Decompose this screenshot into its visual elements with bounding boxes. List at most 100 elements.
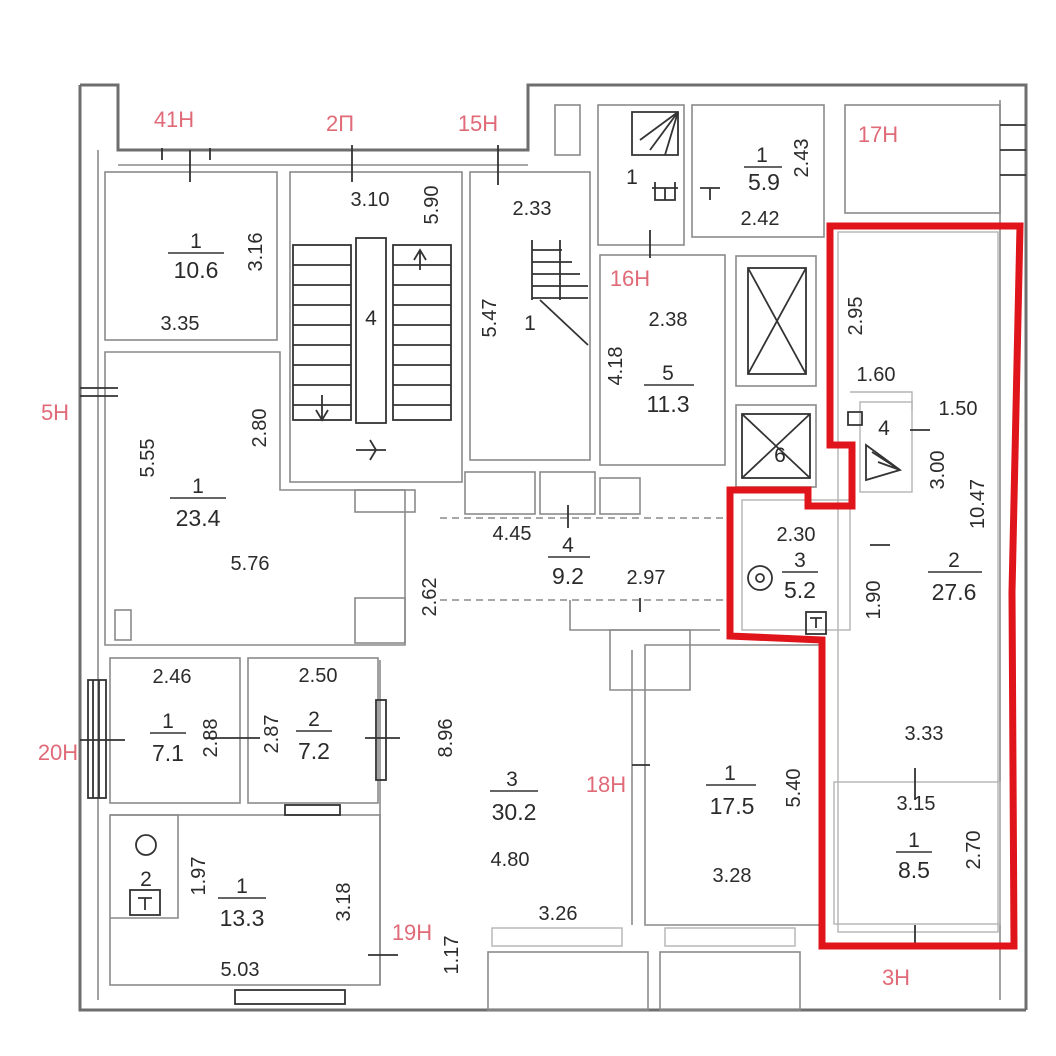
room-17n-b-1: 1 5.9 2.43 2.42 bbox=[741, 139, 813, 230]
room-highlight-4: 2.95 1.60 1.50 4 bbox=[845, 297, 977, 440]
room-5n-1: 5.55 2.80 1 23.4 5.76 bbox=[137, 409, 271, 575]
fixtures bbox=[87, 111, 902, 1005]
highlighted-unit-outline bbox=[726, 222, 1024, 950]
svg-text:2.30: 2.30 bbox=[777, 524, 816, 546]
svg-text:1: 1 bbox=[626, 166, 638, 189]
svg-text:30.2: 30.2 bbox=[492, 799, 537, 825]
room-41n-1: 1 10.6 3.16 3.35 bbox=[161, 230, 267, 335]
svg-text:1.97: 1.97 bbox=[188, 857, 210, 896]
label-19n: 19Н bbox=[392, 920, 432, 945]
svg-text:3.26: 3.26 bbox=[539, 903, 578, 925]
svg-text:7.1: 7.1 bbox=[152, 740, 184, 766]
room-17n-a-1: 1 bbox=[626, 166, 638, 189]
svg-text:3: 3 bbox=[794, 549, 806, 572]
svg-text:2: 2 bbox=[948, 549, 960, 572]
svg-text:4.80: 4.80 bbox=[491, 849, 530, 871]
room-15n-1: 2.33 5.47 1 bbox=[479, 198, 551, 337]
svg-text:6: 6 bbox=[774, 444, 786, 467]
svg-text:2: 2 bbox=[308, 708, 320, 731]
svg-text:7.2: 7.2 bbox=[298, 738, 330, 764]
svg-text:2: 2 bbox=[140, 868, 152, 891]
svg-text:5.9: 5.9 bbox=[748, 169, 780, 195]
svg-text:3.00: 3.00 bbox=[927, 451, 949, 490]
label-2p: 2П bbox=[326, 111, 354, 136]
svg-text:3.28: 3.28 bbox=[713, 865, 752, 887]
room-19n-1: 1 13.3 3.18 5.03 bbox=[218, 875, 355, 981]
room-20n-1: 2.46 1 7.1 2.88 bbox=[150, 666, 222, 766]
svg-text:4.45: 4.45 bbox=[493, 523, 532, 545]
room-16n-5: 2.38 4.18 5 11.3 bbox=[605, 309, 694, 417]
svg-text:3: 3 bbox=[506, 768, 518, 791]
svg-text:3.35: 3.35 bbox=[161, 313, 200, 335]
svg-text:2.43: 2.43 bbox=[791, 139, 813, 178]
svg-text:1: 1 bbox=[524, 312, 536, 335]
svg-text:2.50: 2.50 bbox=[299, 665, 338, 687]
room-2p-4: 3.10 5.90 4 bbox=[351, 186, 443, 330]
svg-text:3.16: 3.16 bbox=[245, 233, 267, 272]
svg-text:3.18: 3.18 bbox=[333, 883, 355, 922]
label-16n: 16Н bbox=[610, 266, 650, 291]
svg-text:10.47: 10.47 bbox=[967, 479, 989, 529]
svg-text:5.76: 5.76 bbox=[231, 553, 270, 575]
svg-text:2.87: 2.87 bbox=[261, 715, 283, 754]
svg-text:1.17: 1.17 bbox=[441, 936, 463, 975]
label-15n: 15Н bbox=[458, 111, 498, 136]
svg-text:9.2: 9.2 bbox=[552, 563, 584, 589]
svg-text:1: 1 bbox=[162, 710, 174, 733]
label-3n: 3Н bbox=[882, 965, 910, 990]
svg-text:8.5: 8.5 bbox=[898, 857, 930, 883]
svg-text:5.40: 5.40 bbox=[783, 769, 805, 808]
svg-text:4: 4 bbox=[562, 534, 574, 557]
room-20n-3: 8.96 3 30.2 4.80 3.26 1.17 bbox=[435, 719, 577, 975]
room-highlight-3: 2.30 3 5.2 1.90 bbox=[777, 524, 885, 619]
interior-walls bbox=[104, 104, 1001, 1011]
svg-text:4.18: 4.18 bbox=[605, 347, 627, 386]
svg-text:3.15: 3.15 bbox=[897, 793, 936, 815]
svg-text:11.3: 11.3 bbox=[646, 391, 689, 417]
svg-text:2.62: 2.62 bbox=[419, 578, 441, 617]
svg-text:23.4: 23.4 bbox=[176, 505, 221, 531]
svg-text:27.6: 27.6 bbox=[932, 579, 977, 605]
svg-text:5.90: 5.90 bbox=[421, 186, 443, 225]
svg-text:2.46: 2.46 bbox=[153, 666, 192, 688]
outside-labels: 41Н 2П 15Н 17Н 16Н 5Н 20Н 18Н 19Н 3Н bbox=[38, 107, 910, 990]
opening-ticks bbox=[80, 124, 1026, 956]
svg-text:2.88: 2.88 bbox=[200, 719, 222, 758]
svg-text:2.70: 2.70 bbox=[963, 831, 985, 870]
label-17n: 17Н bbox=[858, 122, 898, 147]
svg-text:1.50: 1.50 bbox=[939, 398, 978, 420]
label-18n: 18Н bbox=[586, 772, 626, 797]
svg-text:5: 5 bbox=[662, 362, 674, 385]
lift-shafts bbox=[741, 267, 811, 479]
svg-text:1: 1 bbox=[756, 144, 768, 167]
svg-text:17.5: 17.5 bbox=[710, 793, 755, 819]
svg-text:4: 4 bbox=[878, 417, 890, 440]
room-18n-1: 1 17.5 5.40 3.28 bbox=[706, 762, 805, 887]
svg-text:5.47: 5.47 bbox=[479, 299, 501, 338]
svg-text:5.2: 5.2 bbox=[784, 577, 816, 603]
stair-2p bbox=[292, 237, 452, 461]
svg-text:2.95: 2.95 bbox=[845, 297, 867, 336]
svg-text:5.55: 5.55 bbox=[137, 439, 159, 478]
stair-15h bbox=[531, 240, 589, 346]
svg-text:1: 1 bbox=[192, 475, 204, 498]
room-lift-6: 6 bbox=[774, 444, 786, 467]
svg-text:2.97: 2.97 bbox=[627, 567, 666, 589]
svg-text:5.03: 5.03 bbox=[221, 959, 260, 981]
svg-text:1: 1 bbox=[236, 875, 248, 898]
room-20n-2: 2.50 2.87 2 7.2 bbox=[261, 665, 337, 764]
svg-text:1: 1 bbox=[190, 230, 202, 253]
label-20n: 20Н bbox=[38, 740, 78, 765]
svg-text:2.80: 2.80 bbox=[249, 409, 271, 448]
svg-text:1.60: 1.60 bbox=[857, 364, 896, 386]
svg-text:1: 1 bbox=[724, 762, 736, 785]
svg-text:1: 1 bbox=[908, 829, 920, 852]
svg-text:1.90: 1.90 bbox=[863, 581, 885, 620]
svg-text:3.33: 3.33 bbox=[905, 723, 944, 745]
svg-text:3.10: 3.10 bbox=[351, 189, 390, 211]
svg-text:2.33: 2.33 bbox=[513, 198, 552, 220]
svg-text:2.38: 2.38 bbox=[649, 309, 688, 331]
room-highlight-1: 3.15 1 8.5 2.70 bbox=[896, 793, 985, 883]
label-41n: 41Н bbox=[154, 107, 194, 132]
